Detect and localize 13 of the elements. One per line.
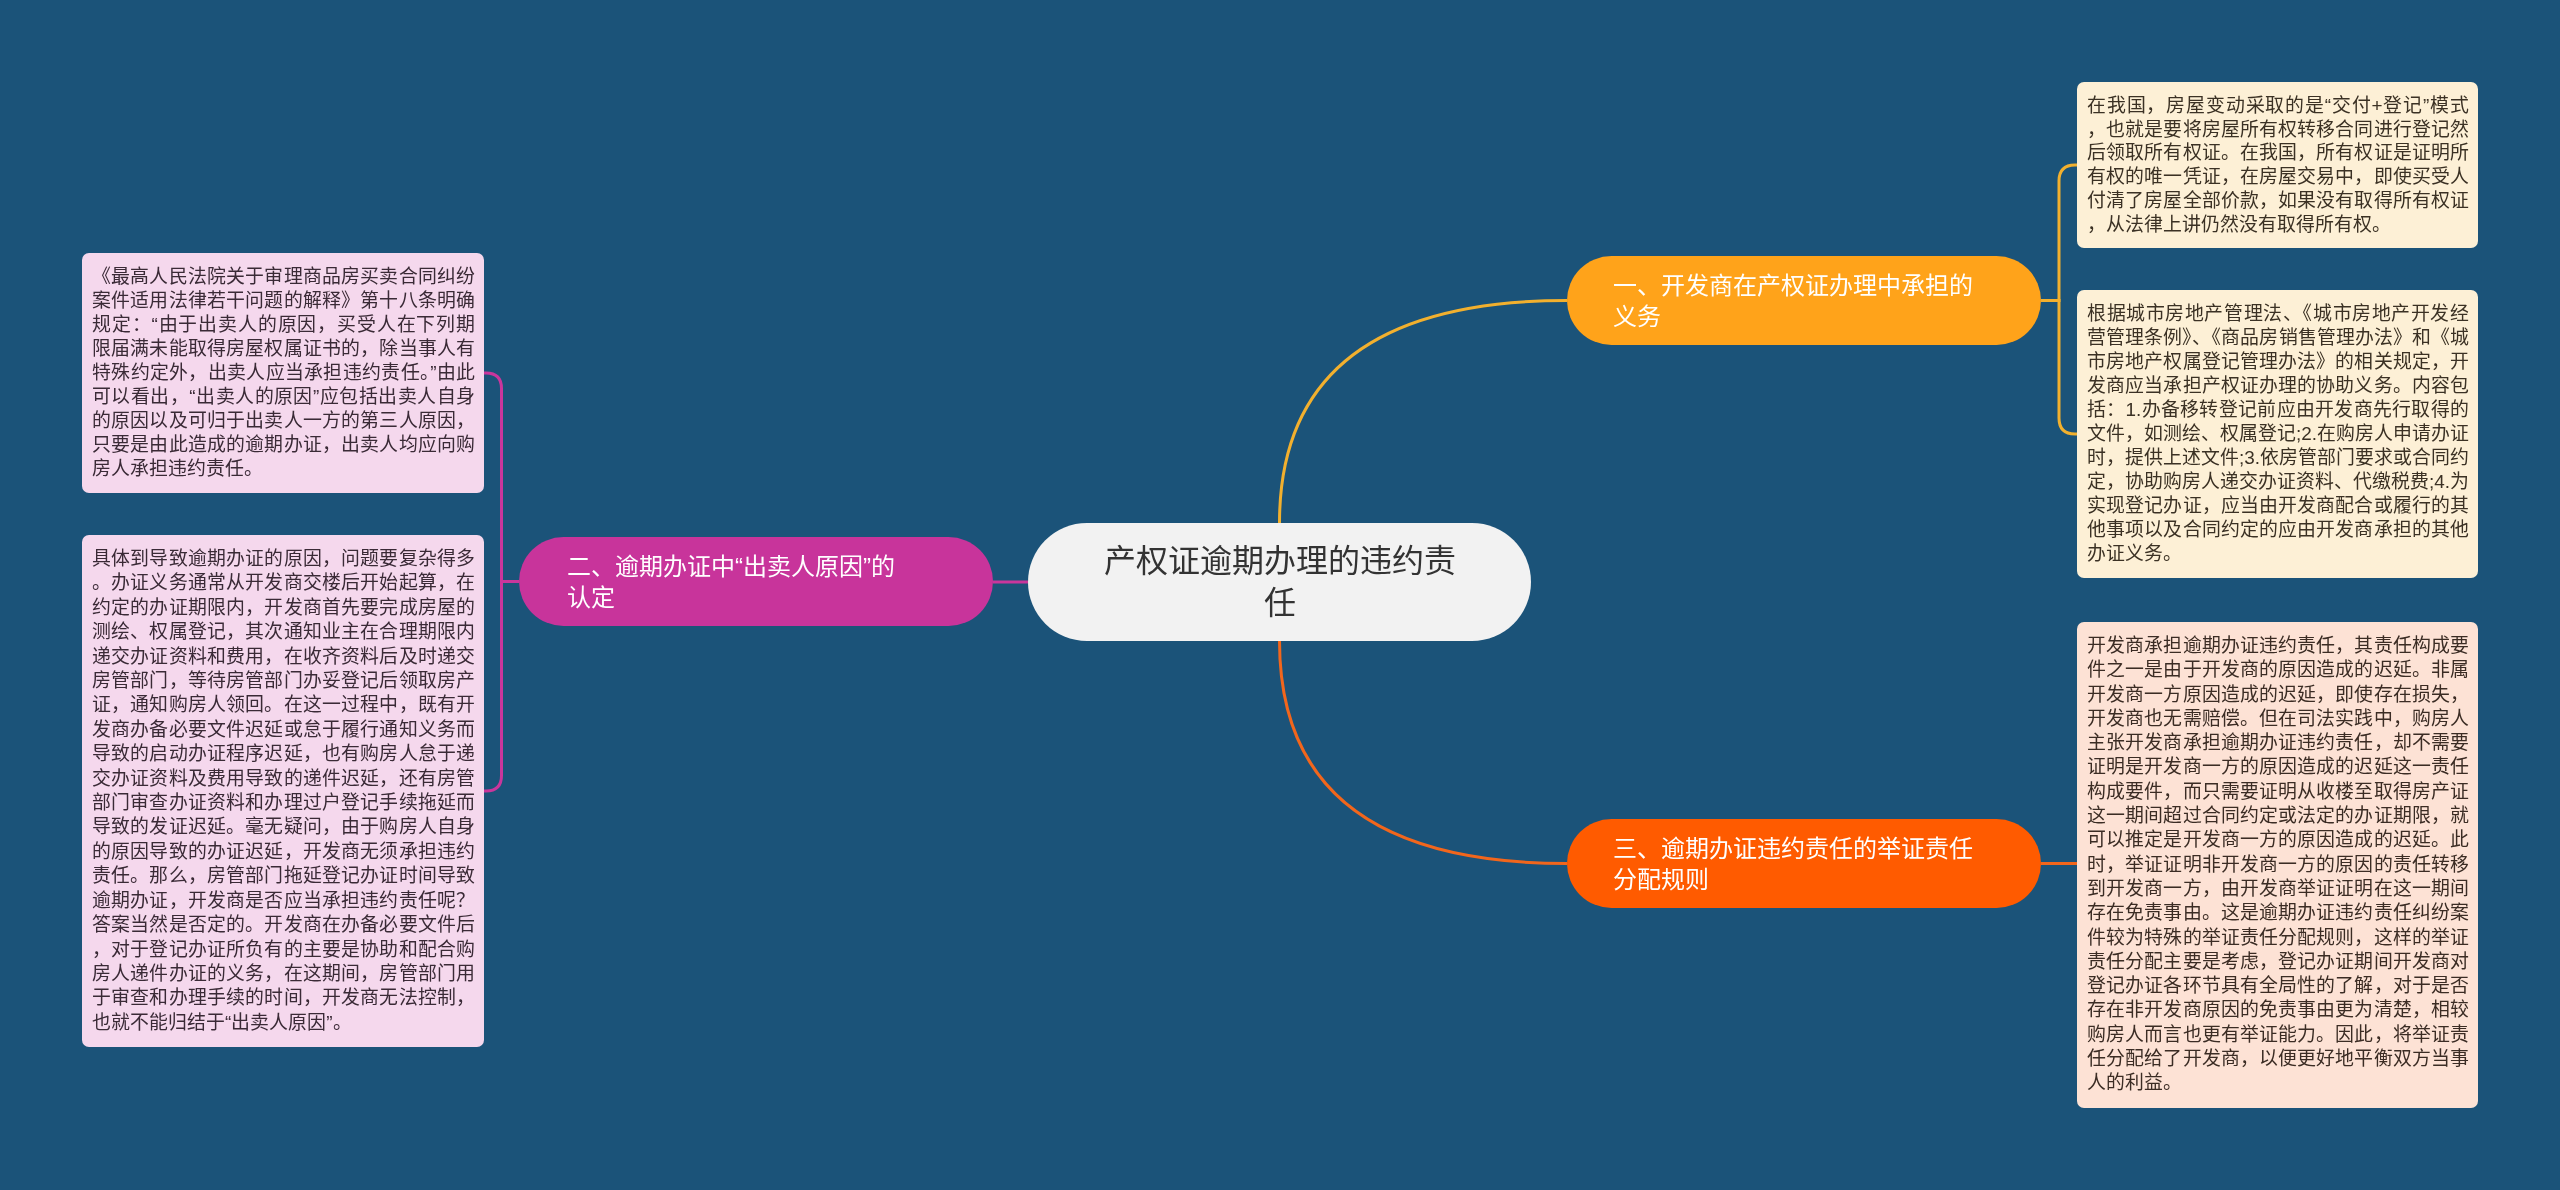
connector-line (993, 580, 1028, 584)
topic-pill: 二、逾期办证中“出卖人原因”的认定 (519, 537, 993, 626)
central-topic-pill: 产权证逾期办理的违约责任 (1028, 523, 1531, 641)
note-box: 在我国，房屋变动采取的是“交付+登记”模式，也就是要将房屋所有权转移合同进行登记然后领取所有权证。在我国，所有权证是证明所有权的唯一凭证，在房屋交易中，即使买受人付清了房屋全部价款，如果没有取得所有权证，从法律上讲仍然没有取得所有权。 (2077, 82, 2478, 249)
connector-line (2041, 862, 2077, 865)
connector-line (1278, 299, 1568, 524)
note-box: 根据城市房地产管理法、《城市房地产开发经营管理条例》、《商品房销售管理办法》和《城市房地产权属登记管理办法》的相关规定，开发商应当承担产权证办理的协助义务。内容包括：1.办备移转登记前应由开发商先行取得的文件，如测绘、权属登记;2.在购房人申请办证时，提供上述文件;3.依房管部门要求或合同约定，协助购房人递交办证资料、代缴税费;4.为实现登记办证，应当由开发商配合或履行的其他事项以及合同约定的应由开发商承担的其他办证义务。 (2077, 290, 2478, 578)
note-box: 开发商承担逾期办证违约责任，其责任构成要件之一是由于开发商的原因造成的迟延。非属开发商一方原因造成的迟延，即使存在损失，开发商也无需赔偿。但在司法实践中，购房人主张开发商承担逾期办证违约责任，却不需要证明是开发商一方的原因造成的迟延这一责任构成要件，而只需要证明从收楼至取得房产证这一期间超过合同约定或法定的办证期限，就可以推定是开发商一方的原因造成的迟延。此时，举证证明非开发商一方的原因的责任转移到开发商一方，由开发商举证证明在这一期间存在免责事由。这是逾期办证违约责任纠纷案件较为特殊的举证责任分配规则，这样的举证责任分配主要是考虑，登记办证期间开发商对登记办证各环节具有全局性的了解，对于是否存在非开发商原因的免责事由更为清楚，相较购房人而言也更有举证能力。因此，将举证责任分配给了开发商，以便更好地平衡双方当事人的利益。 (2077, 622, 2478, 1108)
topic-pill: 三、逾期办证违约责任的举证责任分配规则 (1567, 819, 2041, 908)
note-box: 《最高人民法院关于审理商品房买卖合同纠纷案件适用法律若干问题的解释》第十八条明确规定：“由于出卖人的原因，买受人在下列期限届满未能取得房屋权属证书的，除当事人有特殊约定外，出卖人应当承担违约责任。”由此可以看出，“出卖人的原因”应包括出卖人自身的原因以及可归于出卖人一方的第三人原因，只要是由此造成的逾期办证，出卖人均应向购房人承担违约责任。 (82, 253, 484, 493)
topic-pill: 一、开发商在产权证办理中承担的义务 (1567, 256, 2041, 345)
connector-line (1278, 640, 1568, 865)
note-box: 具体到导致逾期办证的原因，问题要复杂得多。办证义务通常从开发商交楼后开始起算，在约定的办证期限内，开发商首先要完成房屋的测绘、权属登记，其次通知业主在合理期限内递交办证资料和费用，在收齐资料后及时递交房管部门，等待房管部门办妥登记后领取房产证，通知购房人领回。在这一过程中，既有开发商办备必要文件迟延或怠于履行通知义务而导致的启动办证程序迟延，也有购房人怠于递交办证资料及费用导致的递件迟延，还有房管部门审查办证资料和办理过户登记手续拖延而导致的发证迟延。毫无疑问，由于购房人自身的原因导致的办证迟延，开发商无须承担违约责任。那么，房管部门拖延登记办证时间导致逾期办证，开发商是否应当承担违约责任呢？答案当然是否定的。开发商在办备必要文件后，对于登记办证所负有的主要是协助和配合购房人递件办证的义务，在这期间，房管部门用于审查和办理手续的时间，开发商无法控制，也就不能归结于“出卖人原因”。 (82, 535, 484, 1048)
